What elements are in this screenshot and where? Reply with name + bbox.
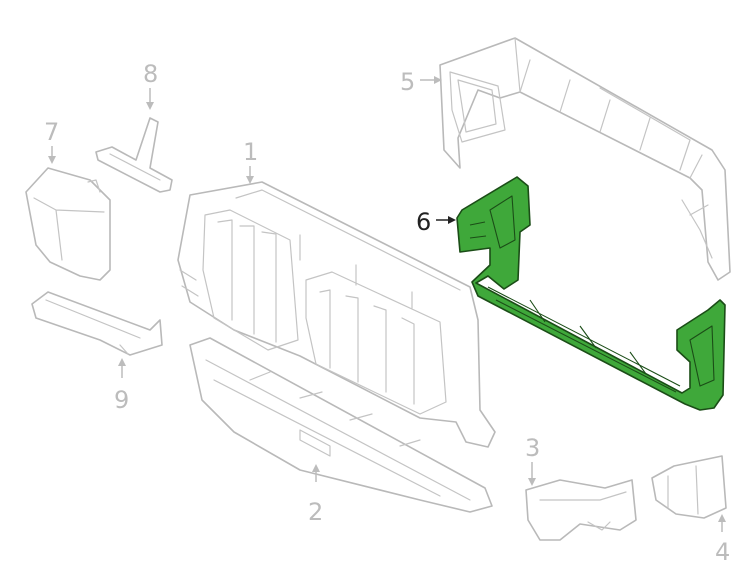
part-7-air-duct	[25, 167, 111, 281]
callout-labels: 1 2 3 4 5 6 7 8 9	[44, 60, 730, 566]
part-2-lower-grille	[189, 337, 493, 513]
part-3-side-bracket	[525, 479, 637, 541]
part-4-deflector	[651, 455, 727, 519]
part-9-lower-cover	[31, 291, 163, 356]
label-part-3: 3	[525, 434, 540, 462]
label-part-1: 1	[243, 138, 258, 166]
label-part-6: 6	[416, 208, 431, 236]
label-part-9: 9	[114, 386, 129, 414]
label-part-8: 8	[143, 60, 158, 88]
leader-lines	[48, 76, 726, 532]
part-1-grille-carrier	[177, 181, 496, 448]
label-part-5: 5	[400, 68, 415, 96]
label-part-7: 7	[44, 118, 59, 146]
part-8-bracket	[95, 117, 173, 193]
label-part-2: 2	[308, 498, 323, 526]
label-part-4: 4	[715, 538, 730, 566]
part-5-upper-support-frame	[439, 37, 731, 281]
part-6-lower-carrier-highlighted	[456, 176, 726, 411]
